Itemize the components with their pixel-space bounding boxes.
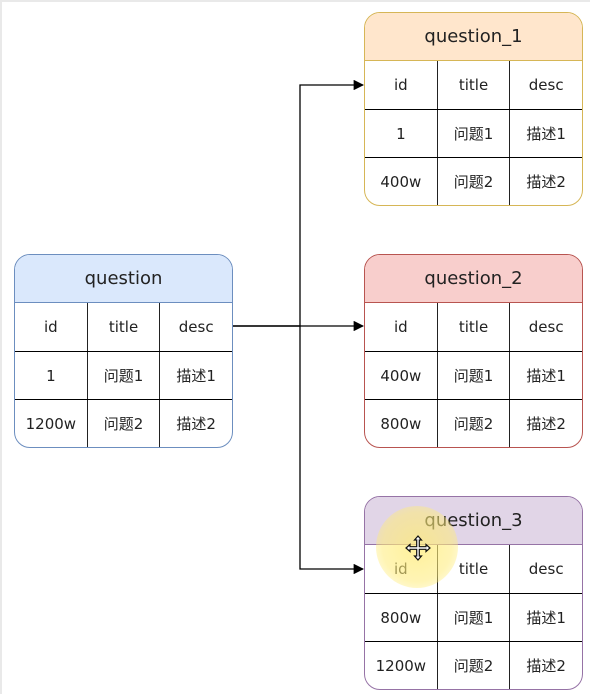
table-cell: 描述2 (509, 158, 582, 205)
table-cell: 400w (380, 366, 422, 385)
column-header: id (393, 76, 408, 94)
table-row: 800w 问题1 描述1 (365, 593, 582, 641)
table-cell: 问题2 (86, 400, 160, 447)
table-title: question_2 (365, 255, 582, 303)
column-header: desc (509, 545, 582, 593)
table-row: 1 问题1 描述1 (15, 351, 232, 399)
table-cell: 描述1 (509, 110, 582, 157)
column-header: title (436, 545, 510, 593)
connector-to-question-3 (233, 325, 365, 575)
table-cell: 问题2 (436, 400, 510, 447)
table-cell: 问题1 (436, 110, 510, 157)
table-row: 1200w 问题2 描述2 (15, 399, 232, 447)
table-cell: 1 (46, 366, 56, 385)
table-cell: 问题1 (86, 352, 160, 399)
table-header-row: id title desc (365, 545, 582, 593)
column-header: desc (509, 61, 582, 109)
column-header: title (436, 303, 510, 351)
canvas-left-edge (0, 0, 2, 694)
table-cell: 问题1 (436, 352, 510, 399)
column-header: desc (509, 303, 582, 351)
table-question-2[interactable]: question_2 id title desc 400w 问题1 描述1 80… (364, 254, 583, 448)
table-title: question_3 (365, 497, 582, 545)
table-row: 400w 问题1 描述1 (365, 351, 582, 399)
table-question-3[interactable]: question_3 id title desc 800w 问题1 描述1 12… (364, 496, 583, 690)
table-cell: 描述1 (509, 594, 582, 641)
table-header-row: id title desc (15, 303, 232, 351)
column-header: id (43, 318, 58, 336)
column-header: title (86, 303, 160, 351)
table-cell: 描述1 (509, 352, 582, 399)
table-cell: 问题2 (436, 158, 510, 205)
table-cell: 问题2 (436, 642, 510, 689)
table-cell: 描述2 (509, 642, 582, 689)
table-cell: 1200w (25, 414, 77, 433)
table-question-1[interactable]: question_1 id title desc 1 问题1 描述1 400w … (364, 12, 583, 206)
connector-to-question-1 (233, 79, 365, 327)
table-cell: 1200w (375, 656, 427, 675)
column-header: id (393, 318, 408, 336)
column-header: desc (159, 303, 232, 351)
table-cell: 描述2 (509, 400, 582, 447)
table-title: question (15, 255, 232, 303)
table-row: 1200w 问题2 描述2 (365, 641, 582, 689)
table-cell: 问题1 (436, 594, 510, 641)
table-question[interactable]: question id title desc 1 问题1 描述1 1200w 问… (14, 254, 233, 448)
table-cell: 1 (396, 124, 406, 143)
table-cell: 400w (380, 172, 422, 191)
column-header: id (393, 560, 408, 578)
column-header: title (436, 61, 510, 109)
canvas-top-edge (0, 0, 590, 2)
table-header-row: id title desc (365, 61, 582, 109)
table-title: question_1 (365, 13, 582, 61)
table-cell: 800w (380, 608, 422, 627)
table-cell: 描述2 (159, 400, 232, 447)
table-row: 1 问题1 描述1 (365, 109, 582, 157)
table-header-row: id title desc (365, 303, 582, 351)
table-row: 400w 问题2 描述2 (365, 157, 582, 205)
table-row: 800w 问题2 描述2 (365, 399, 582, 447)
table-cell: 描述1 (159, 352, 232, 399)
table-cell: 800w (380, 414, 422, 433)
